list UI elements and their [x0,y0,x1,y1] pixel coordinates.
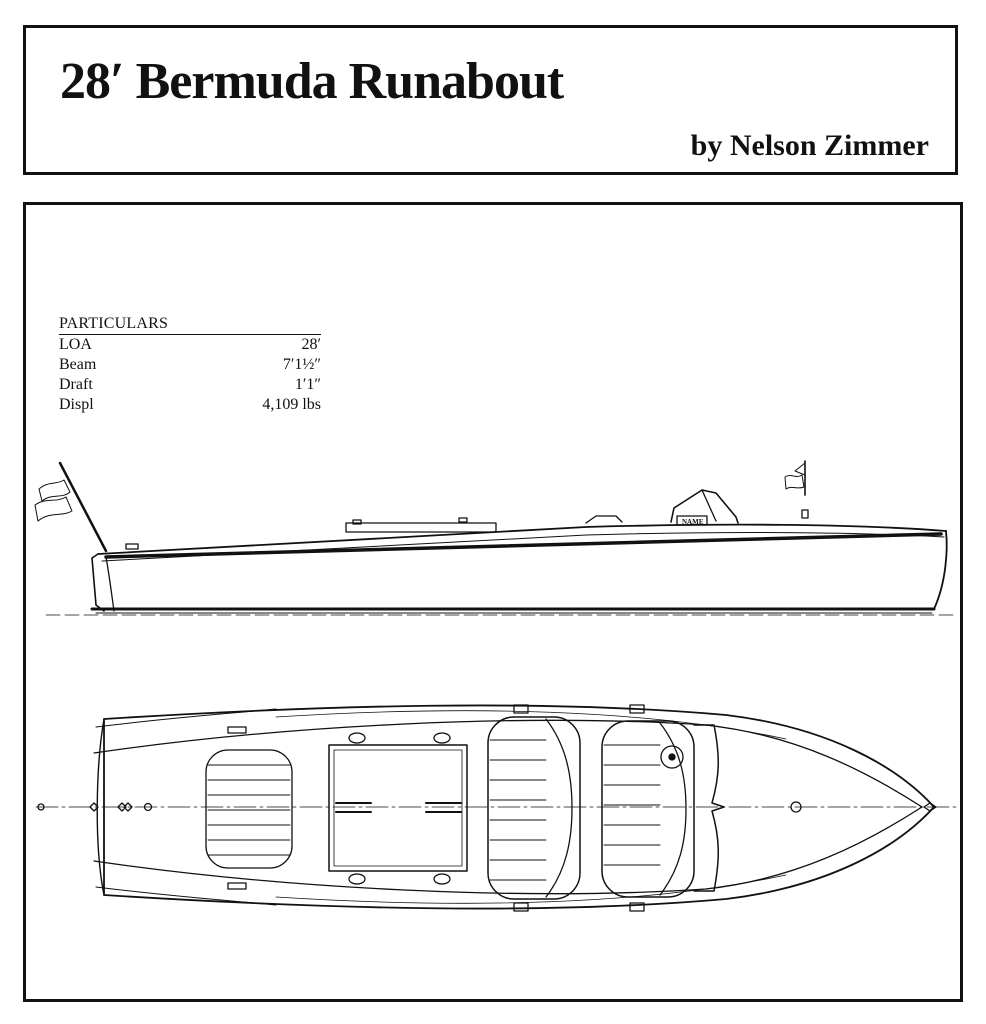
particulars-label: LOA [59,336,92,353]
page-title: 28′ Bermuda Runabout [60,53,564,110]
drawing-panel: PARTICULARS LOA 28′ Beam 7′1½″ Draft 1′1… [23,202,963,1002]
particulars-row-loa: LOA 28′ [59,335,321,355]
transom-name: NAME [682,518,704,526]
title-panel: 28′ Bermuda Runabout by Nelson Zimmer [23,25,958,175]
particulars-value: 1′1″ [294,376,321,393]
particulars-label: Draft [59,376,93,393]
particulars-row-draft: Draft 1′1″ [59,375,321,395]
profile-view: NAME [34,460,957,616]
particulars-value: 4,109 lbs [262,396,321,413]
particulars-value: 7′1½″ [282,356,321,373]
particulars-heading: PARTICULARS [59,315,321,335]
particulars-row-beam: Beam 7′1½″ [59,355,321,375]
plan-view [35,704,957,912]
particulars-label: Displ [59,396,94,413]
particulars-row-displ: Displ 4,109 lbs [59,395,321,415]
particulars-label: Beam [59,356,97,373]
particulars-table: PARTICULARS LOA 28′ Beam 7′1½″ Draft 1′1… [59,315,321,415]
boat-drawings: NAME [34,460,957,912]
particulars-value: 28′ [301,336,322,353]
author-byline: by Nelson Zimmer [690,129,929,162]
